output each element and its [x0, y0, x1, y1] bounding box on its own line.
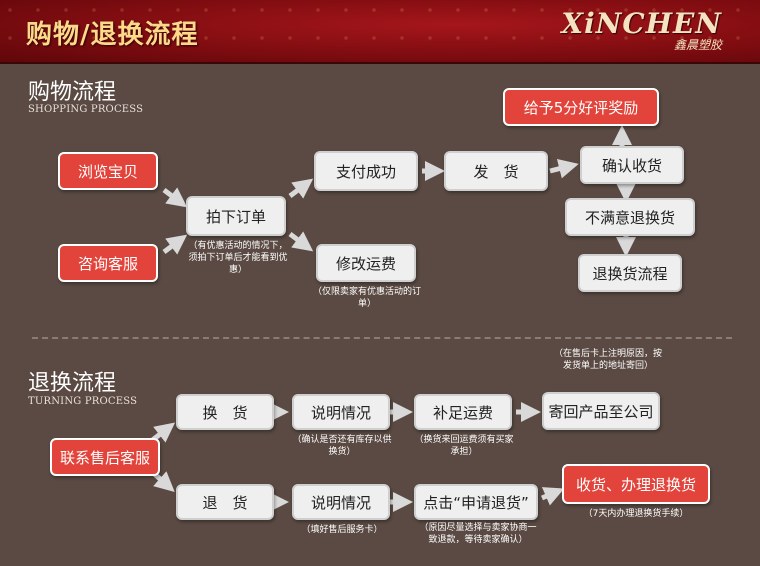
node-exchange: 换 货 — [176, 394, 274, 430]
note-send-back: （在售后卡上注明原因，按发货单上的地址寄回） — [553, 349, 662, 371]
note-explain-refund: （填好售后服务卡） — [301, 525, 383, 535]
node-place-order: 拍下订单 — [186, 196, 286, 236]
node-browse: 浏览宝贝 — [58, 152, 158, 190]
node-ship: 发 货 — [444, 151, 548, 191]
node-explain-exchange: 说明情况 — [292, 394, 390, 430]
node-send-back: 寄回产品至公司 — [542, 392, 660, 430]
node-consult: 咨询客服 — [58, 244, 158, 282]
node-unsatisfied: 不满意退换货 — [565, 198, 695, 236]
returns-section-title: 退换流程 — [28, 371, 117, 396]
node-contact-aftersales: 联系售后客服 — [50, 438, 160, 476]
arrow-order-fee — [288, 231, 314, 252]
header-banner: 购物/退换流程 XiNCHEN 鑫晨塑胶 — [0, 0, 760, 64]
node-extra-fee: 补足运费 — [414, 394, 512, 430]
shopping-section-subtitle: SHOPPING PROCESS — [28, 104, 144, 115]
arrow-ship-confirm — [549, 158, 579, 179]
banner-pattern — [0, 0, 760, 62]
node-return-process: 退换货流程 — [578, 254, 682, 292]
node-confirm-receipt: 确认收货 — [580, 146, 684, 184]
shopping-section-title: 购物流程 — [28, 80, 117, 105]
note-place-order: （有优惠活动的情况下，须拍下订单后才能看到优惠） — [188, 241, 288, 275]
note-extra-fee: （换货来回运费须有买家承担） — [414, 435, 514, 457]
node-pay-success: 支付成功 — [314, 151, 418, 191]
note-apply-refund: （原因尽量选择与卖家协商一致退款，等待卖家确认） — [419, 523, 537, 545]
note-explain-exchange: （确认是否还有库存以供换货） — [292, 435, 392, 457]
node-refund: 退 货 — [176, 484, 274, 520]
brand-logo-text: XiNCHEN — [561, 7, 722, 40]
node-apply-refund: 点击“申请退货” — [414, 484, 538, 520]
note-modify-fee: （仅限卖家有优惠活动的订单） — [312, 287, 421, 309]
banner-title: 购物/退换流程 — [26, 20, 199, 50]
node-explain-refund: 说明情况 — [292, 484, 390, 520]
arrow-browse-order — [162, 187, 188, 208]
node-review-reward: 给予5分好评奖励 — [503, 88, 659, 126]
brand-logo: XiNCHEN 鑫晨塑胶 — [561, 10, 722, 53]
node-receive-handle: 收货、办理退换货 — [562, 464, 710, 504]
returns-section-subtitle: TURNING PROCESS — [28, 396, 138, 407]
note-receive-handle: （7天内办理退换货手续） — [583, 509, 689, 519]
brand-name-cn: 鑫晨塑胶 — [673, 38, 722, 52]
arrow-order-pay — [288, 178, 314, 199]
node-modify-fee: 修改运费 — [316, 244, 416, 282]
arrow-consult-order — [162, 234, 188, 255]
arrow-apply-receive — [541, 487, 565, 506]
section-divider — [32, 337, 732, 339]
